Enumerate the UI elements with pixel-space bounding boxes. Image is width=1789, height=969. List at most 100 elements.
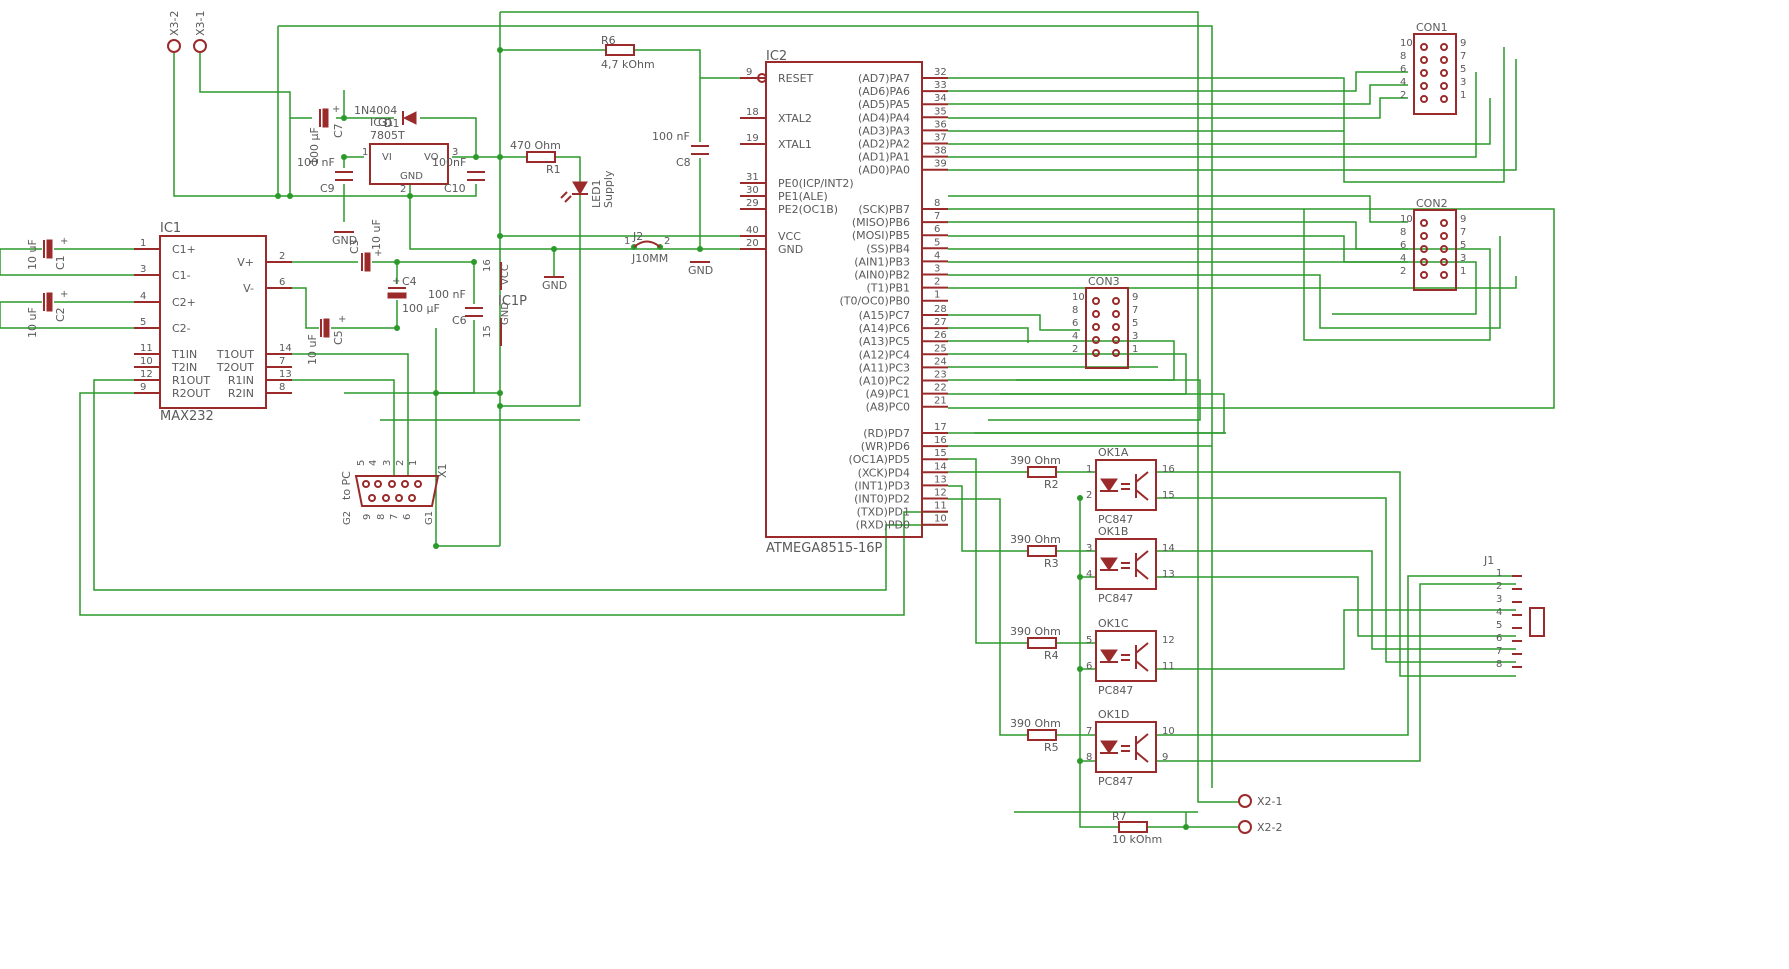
ic2-pin-name: (A10)PC2 (859, 375, 910, 388)
ic1-pin-name: V- (243, 282, 254, 295)
ic2-pin-name: (A15)PC7 (859, 309, 910, 322)
ic1-pin-name: T1IN (171, 348, 197, 361)
led1-ray (560, 191, 568, 199)
ic3-vi: VI (382, 152, 392, 163)
ic1-pin-num: 2 (279, 251, 285, 262)
jumper-ref: J2 (632, 230, 643, 243)
con3-pin (1092, 336, 1100, 344)
ic2-pin-num: 25 (934, 343, 947, 354)
c6-ref: C6 (452, 314, 467, 327)
ic2-body (765, 61, 923, 538)
ic2-pin-num: 17 (934, 422, 947, 433)
j1-pin-num: 1 (1496, 568, 1502, 579)
ic1-pin-num: 3 (140, 264, 146, 275)
ic1-pin-name: R2OUT (172, 387, 210, 400)
con3-pin (1092, 349, 1100, 357)
wire (1079, 498, 1119, 828)
ic2-pin-num: 37 (934, 133, 947, 144)
con2-pin-num: 10 (1400, 214, 1413, 225)
opto-pin: 16 (1162, 464, 1175, 475)
ic2-pin-num: 12 (934, 488, 947, 499)
ic2-pin-num: 30 (746, 185, 759, 196)
con1-pin (1440, 56, 1448, 64)
wire (948, 59, 1517, 171)
opto-transistor (1135, 471, 1149, 483)
wires (0, 11, 1555, 830)
ic2-pin-name: (INT1)PD3 (854, 479, 910, 492)
wire (948, 393, 1225, 434)
ic1-ref: IC1 (160, 221, 181, 236)
ic1p-vcc: VCC (500, 264, 511, 285)
c3-value: 10 uF (370, 219, 383, 250)
opto-pin: 3 (1086, 543, 1092, 554)
c8-ref: C8 (676, 156, 691, 169)
opto-transistor (1135, 568, 1149, 580)
ic3-gnd: GND (400, 171, 423, 182)
x1-ref: X1 (436, 463, 449, 478)
con3-pin (1092, 310, 1100, 318)
c10-ref: C10 (444, 182, 466, 195)
x2-2-label: X2-2 (1257, 821, 1283, 834)
wire (948, 498, 1028, 736)
junction-dot (1077, 574, 1083, 580)
x1-pin-num: 9 (362, 514, 373, 520)
wire (420, 117, 477, 157)
ic2-pin-num: 34 (934, 93, 947, 104)
led1-ray (564, 195, 572, 203)
j1-pin-num: 2 (1496, 581, 1502, 592)
opto-pin: 7 (1086, 726, 1092, 737)
components (43, 33, 1545, 834)
c1-ref: C1 (54, 255, 67, 270)
wire (948, 353, 1187, 395)
x3-1-label: X3-1 (194, 10, 207, 36)
c3-ref: C3 (348, 239, 361, 254)
ic2-pin-num: 6 (934, 224, 940, 235)
opto-ref: OK1D (1098, 708, 1129, 721)
x1-pin-num: 8 (376, 514, 387, 520)
ic2-pin-num: 20 (746, 238, 759, 249)
jumper-p1: 1 (624, 236, 630, 247)
r4-ref: R4 (1044, 649, 1059, 662)
con3-pin (1112, 297, 1120, 305)
x1-pin-num: 6 (402, 514, 413, 520)
ic2-pin-name: (AD7)PA7 (858, 72, 910, 85)
ic2-pin-num: 11 (934, 501, 947, 512)
con1-pin-num: 10 (1400, 38, 1413, 49)
ic2-pin-name: PE2(OC1B) (778, 203, 838, 216)
opto-value: PC847 (1098, 592, 1133, 605)
x1-value: to PC (340, 471, 353, 500)
con2-pin-num: 6 (1400, 240, 1406, 251)
gnd-label: GND (542, 279, 567, 292)
opto-body (1095, 538, 1157, 590)
ic3-p2: 2 (400, 184, 406, 195)
gnd-label: GND (332, 234, 357, 247)
jumper-value: J10MM (631, 252, 668, 265)
wire (948, 236, 1501, 329)
ic2-pin-name: (AD0)PA0 (858, 164, 910, 177)
wire (292, 353, 409, 476)
r5-body (1027, 729, 1057, 741)
wire (0, 249, 134, 276)
wire (948, 314, 1080, 331)
ic2-pin-name: (A9)PC1 (866, 388, 910, 401)
jumper-p2: 2 (664, 236, 670, 247)
x1-pin-num: 2 (395, 460, 406, 466)
opto-pin: 12 (1162, 635, 1175, 646)
ic2-pin-name: (MOSI)PB5 (852, 229, 910, 242)
ic2-pin-num: 13 (934, 474, 947, 485)
ic3-vo: VO (424, 152, 439, 163)
con2-pin-num: 2 (1400, 266, 1406, 277)
x3-1-terminal (193, 39, 207, 53)
d1-value: 1N4004 (354, 104, 397, 117)
ic2-pin-num: 40 (746, 225, 759, 236)
ic1p-p15: 15 (482, 325, 493, 338)
junction-dot (497, 154, 503, 160)
polarity-mark: + (392, 276, 400, 287)
ic2-pin-name: (SS)PB4 (866, 242, 910, 255)
ic2-pin-name: (AD6)PA6 (858, 85, 910, 98)
con2-pin (1440, 219, 1448, 227)
con1-pin (1420, 82, 1428, 90)
c4-plate (387, 292, 407, 299)
wire (948, 276, 1517, 289)
ic2-pin-num: 26 (934, 330, 947, 341)
